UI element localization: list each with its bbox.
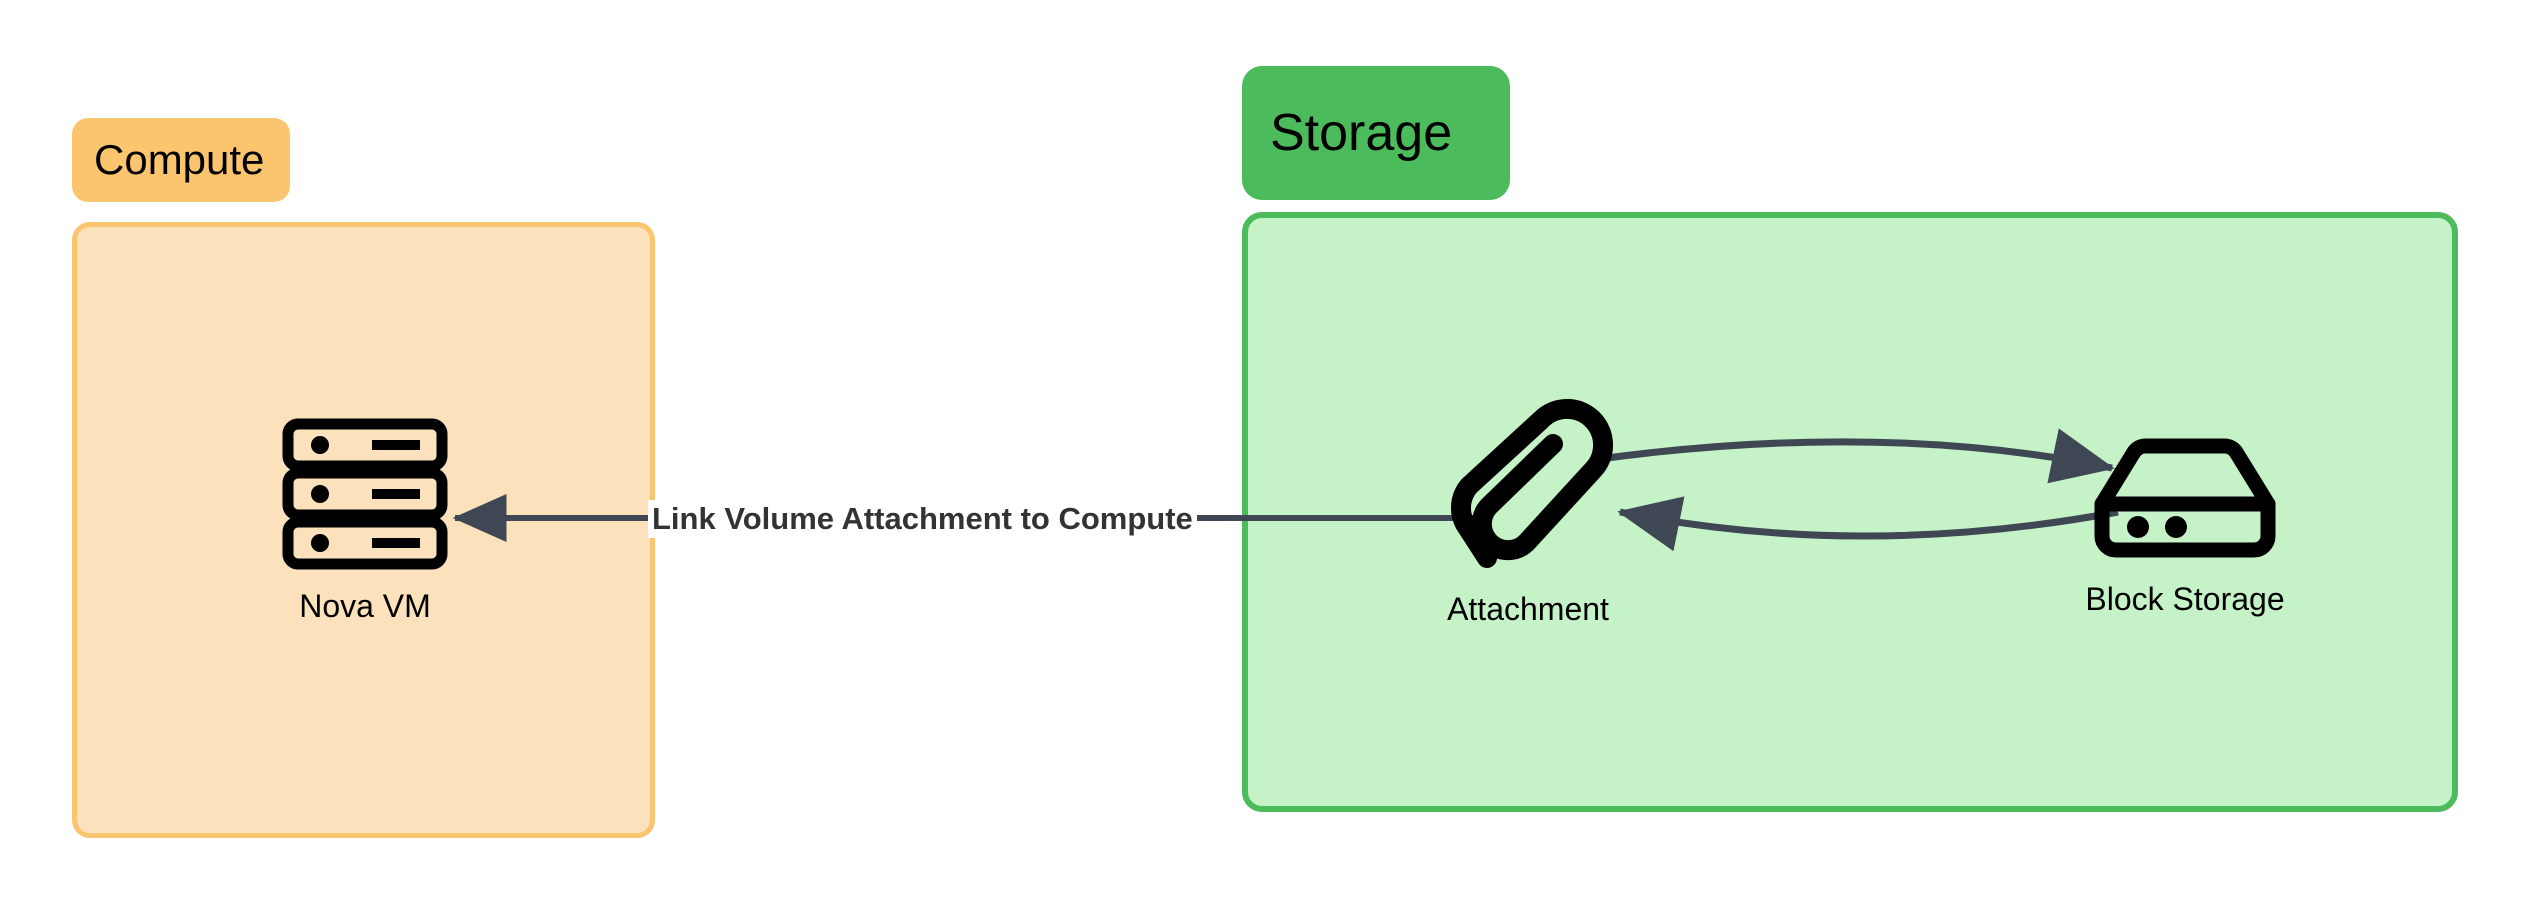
edge-label-link-volume-attachment: Link Volume Attachment to Compute — [648, 500, 1197, 539]
group-container-compute — [72, 222, 655, 838]
node-label-block-storage: Block Storage — [2085, 581, 2285, 617]
node-block-storage[interactable]: Block Storage — [2085, 438, 2285, 618]
paperclip-icon — [1443, 398, 1614, 573]
group-label-compute-text: Compute — [94, 136, 265, 183]
node-label-nova-vm: Nova VM — [299, 588, 431, 624]
node-label-attachment: Attachment — [1447, 591, 1609, 627]
group-label-compute: Compute — [72, 118, 290, 202]
server-icon — [280, 418, 450, 570]
group-label-storage: Storage — [1242, 66, 1510, 200]
hard-drive-icon — [2090, 438, 2280, 563]
node-attachment[interactable]: Attachment — [1428, 398, 1628, 628]
group-label-storage-text: Storage — [1270, 104, 1453, 162]
node-nova-vm[interactable]: Nova VM — [280, 418, 450, 625]
